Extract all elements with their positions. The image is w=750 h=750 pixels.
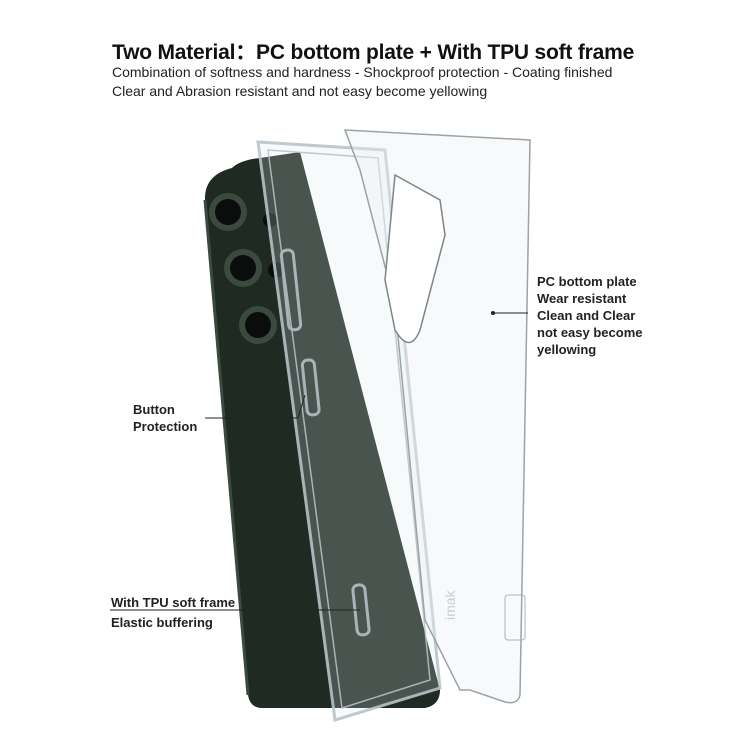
- callout-text: Clean and Clear: [537, 308, 636, 323]
- subtitle-line-1: Combination of softness and hardness - S…: [112, 64, 613, 80]
- callout-text: not easy become: [537, 325, 643, 340]
- camera-lenses: [209, 193, 284, 344]
- subtitle-line-2: Clear and Abrasion resistant and not eas…: [112, 83, 488, 99]
- page-title: Two Material：PC bottom plate + With TPU …: [112, 41, 635, 64]
- pc-plate-callout: PC bottom plate Wear resistant Clean and…: [537, 273, 643, 358]
- callout-text: With TPU soft frame: [111, 595, 236, 610]
- phone-back: [204, 152, 440, 708]
- callout-text: Protection: [133, 419, 198, 434]
- button-callout: Button Protection: [133, 401, 197, 435]
- callout-text: yellowing: [537, 342, 597, 357]
- callout-text: Wear resistant: [537, 291, 627, 306]
- callout-text: Elastic buffering: [111, 615, 213, 630]
- callout-text: Button: [133, 402, 175, 417]
- callout-text: PC bottom plate: [537, 274, 637, 289]
- pc-plate: [343, 129, 531, 704]
- tpu-callout: With TPU soft frame Elastic buffering: [111, 593, 235, 633]
- button-callout-line: [205, 394, 306, 419]
- brand-watermark: imak: [442, 589, 458, 620]
